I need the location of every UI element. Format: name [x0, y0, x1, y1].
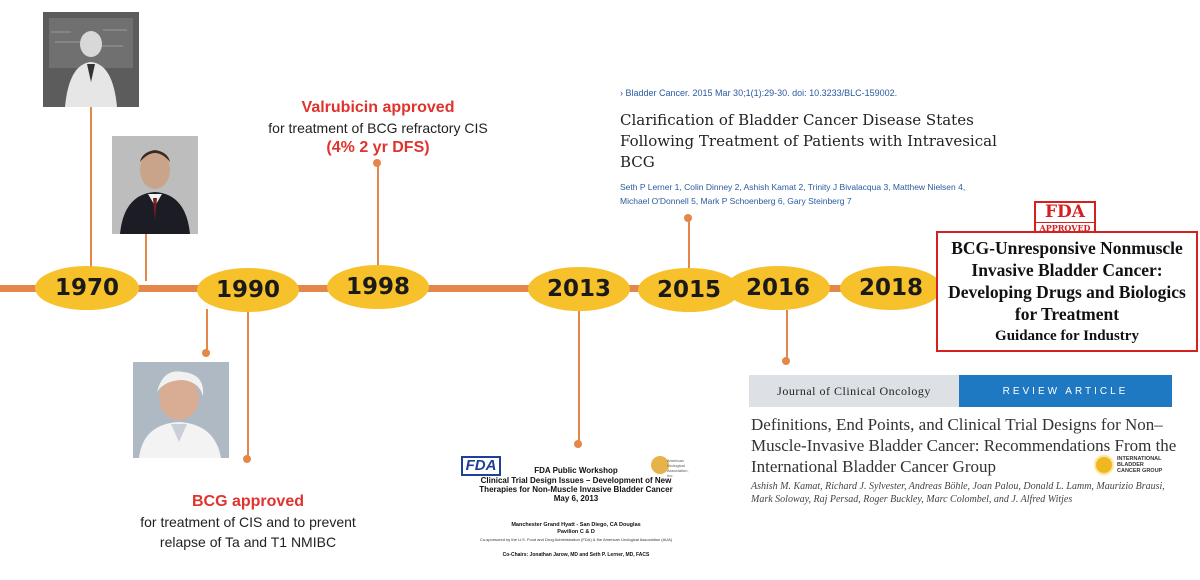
pubmed-title: Clarification of Bladder Cancer Disease …: [620, 111, 997, 171]
pubmed-source: › Bladder Cancer. 2015 Mar 30;1(1):29-30…: [620, 88, 898, 98]
valrubicin-title: Valrubicin approved: [301, 99, 455, 116]
workshop-title: Clinical Trial Design Issues – Developme…: [479, 476, 673, 503]
portrait-photo-1970: [43, 12, 139, 107]
connector-dot: [574, 440, 582, 448]
bcg-desc-line2: relapse of Ta and T1 NMIBC: [159, 534, 337, 550]
chevron-right-icon: ›: [620, 88, 626, 98]
year-pill-1990: 1990: [197, 268, 299, 312]
connector-2013: [578, 310, 580, 444]
jco-authors: Ashish M. Kamat, Richard J. Sylvester, A…: [751, 481, 1165, 505]
connector-1970-b: [145, 234, 147, 281]
bcg-desc-line1: for treatment of CIS and to prevent: [140, 514, 356, 530]
year-pill-2015: 2015: [638, 268, 740, 312]
fda-guidance-box: BCG-Unresponsive Nonmuscle Invasive Blad…: [936, 231, 1198, 352]
connector-2016: [786, 310, 788, 360]
connector-dot: [202, 349, 210, 357]
bcg-title: BCG approved: [191, 493, 304, 510]
valrubicin-note: (4% 2 yr DFS): [326, 139, 430, 156]
jco-journal-name: Journal of Clinical Oncology: [749, 375, 959, 407]
connector-1990-b: [247, 309, 249, 460]
connector-dot: [782, 357, 790, 365]
year-pill-2013: 2013: [528, 267, 630, 311]
pubmed-authors: Seth P Lerner 1, Colin Dinney 2, Ashish …: [620, 180, 980, 208]
ibcg-emblem-icon: [1094, 455, 1114, 475]
bcg-caption: BCG approved for treatment of CIS and to…: [118, 492, 378, 552]
connector-2015: [688, 218, 690, 270]
fda-approved-logo: FDA APPROVED: [1034, 201, 1096, 235]
jco-header: Journal of Clinical Oncology REVIEW ARTI…: [749, 375, 1172, 407]
workshop-chairs: Co-Chairs: Jonathan Jarow, MD and Seth P…: [502, 552, 650, 558]
year-pill-1970: 1970: [35, 266, 139, 310]
aua-seal-icon: [651, 456, 669, 474]
connector-dot: [243, 455, 251, 463]
valrubicin-desc: for treatment of BCG refractory CIS: [268, 120, 488, 136]
fda-guidance-title: BCG-Unresponsive Nonmuscle Invasive Blad…: [948, 238, 1186, 324]
year-pill-1998: 1998: [327, 265, 429, 309]
valrubicin-caption: Valrubicin approved for treatment of BCG…: [248, 98, 508, 158]
connector-1998: [377, 163, 379, 265]
jco-section: REVIEW ARTICLE: [959, 375, 1172, 407]
pubmed-authors-line1: Seth P Lerner 1, Colin Dinney 2, Ashish …: [620, 182, 966, 192]
timeline-line: [0, 285, 930, 292]
connector-dot: [373, 159, 381, 167]
year-pill-2018: 2018: [840, 266, 942, 310]
connector-1990-a: [206, 309, 208, 353]
year-pill-2016: 2016: [726, 266, 830, 310]
ibcg-logo: INTERNATIONAL BLADDER CANCER GROUP: [1094, 455, 1167, 475]
workshop-cosponsor: Co-sponsored by the U.S. Food and Drug A…: [479, 537, 673, 542]
fda-guidance-subtitle: Guidance for Industry: [995, 328, 1139, 344]
pubmed-authors-line2: Michael O'Donnell 5, Mark P Schoenberg 6…: [620, 196, 852, 206]
connector-dot: [684, 214, 692, 222]
aua-label: American Urological Association, Inc.: [667, 458, 689, 478]
workshop-venue: Manchester Grand Hyatt - San Diego, CA D…: [511, 522, 641, 535]
fda-logo: FDA: [461, 456, 501, 476]
portrait-photo-1970-b: [112, 136, 198, 234]
jco-title: Definitions, End Points, and Clinical Tr…: [751, 415, 1177, 476]
fda-workshop-flyer: FDA American Urological Association, Inc…: [453, 452, 699, 562]
workshop-heading: FDA Public Workshop: [534, 466, 618, 475]
portrait-photo-1990: [133, 362, 229, 458]
connector-1970: [90, 107, 92, 267]
